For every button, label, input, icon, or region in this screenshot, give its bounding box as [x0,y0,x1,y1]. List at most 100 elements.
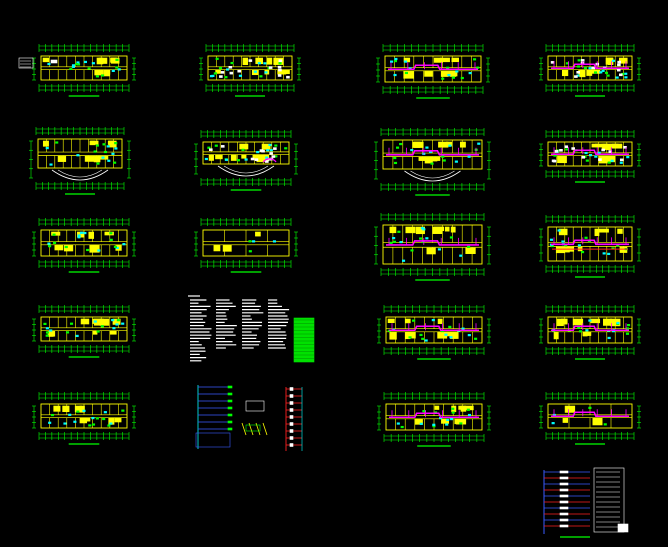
room-tag [459,254,463,257]
plan-5-1 [32,392,136,445]
room-fill [555,246,565,254]
room-tag [43,322,47,325]
room-tag [121,322,125,325]
room-tag [117,68,121,71]
room-tag [76,154,80,157]
room-tag [604,71,609,74]
plan-3-2 [194,218,298,273]
room-tag [461,327,465,330]
fixture-symbol [574,75,578,78]
fixture-symbol [237,69,242,73]
title-block [617,523,629,533]
schematic-box [245,400,265,412]
room-tag [451,407,455,410]
fixture-symbol [228,65,233,69]
room-tag [96,162,100,165]
room-tag [49,163,53,166]
room-fill [561,69,569,77]
room-tag [399,241,403,244]
fixture-symbol [268,66,273,69]
room-fill [579,69,586,78]
fixture-symbol [598,158,602,161]
room-tag [624,72,628,75]
schematic-1 [195,385,303,451]
room-tag [616,321,620,325]
fixture-symbol [277,74,282,77]
room-tag [96,330,100,333]
schematic-box [245,424,261,432]
room-tag [79,231,84,234]
pipe-run [551,411,629,418]
room-tag [422,228,426,231]
room-tag [396,422,400,425]
room-tag [606,74,610,77]
room-tag [214,144,218,147]
fixture-symbol [229,71,234,75]
room-tag [112,327,116,330]
room-tag [474,337,478,340]
fixture-symbol [619,73,623,77]
room-fill [451,57,459,63]
room-tag [460,76,464,80]
room-tag [431,318,435,322]
fixture-symbol [265,160,269,163]
notes-1 [188,295,315,363]
room-fill [109,330,117,335]
pipe-run [389,412,479,419]
room-tag [274,144,278,147]
plan-3-4 [539,215,641,278]
room-tag [73,420,77,423]
room-tag [448,325,452,329]
room-fill [405,226,416,234]
room-fill [215,154,223,160]
room-fill [438,141,449,148]
room-tag [589,154,593,157]
room-fill [62,405,70,413]
red-node [289,408,294,412]
room-tag [47,242,51,245]
fixture-symbol [219,75,223,78]
red-node [289,422,294,426]
room-tag [588,67,592,70]
pipe-run [551,325,629,332]
room-tag [430,162,434,165]
room-fill [592,417,603,426]
room-tag [584,151,588,155]
system-device [559,470,569,474]
room-tag [97,249,101,252]
room-tag [611,59,616,62]
room-tag [114,142,118,145]
room-fill [465,247,476,254]
room-tag [241,148,245,151]
fixture-symbol [269,152,273,155]
fixture-symbol [619,158,624,162]
room-tag [444,333,448,336]
room-tag [449,336,453,339]
system-legend-frame [593,467,625,533]
fixture-symbol [278,59,283,62]
room-tag [578,330,582,333]
riser-node [227,413,233,417]
room-tag [230,61,234,65]
room-tag [624,76,628,79]
room-tag [588,319,592,322]
room-tag [455,70,459,73]
room-tag [425,146,429,149]
system-device [559,476,569,480]
legend-block [293,317,315,363]
fixture-symbol [580,59,585,62]
room-fill [54,245,64,251]
room-fill [114,417,122,423]
room-tag [64,245,68,249]
room-fill [239,143,249,150]
room-tag [603,423,607,426]
room-tag [45,334,49,337]
room-tag [95,144,99,147]
room-fill [42,57,50,63]
room-fill [595,143,603,148]
room-tag [476,66,480,69]
room-fill [241,154,247,159]
drawing-sheets [18,44,641,538]
room-tag [419,422,423,425]
